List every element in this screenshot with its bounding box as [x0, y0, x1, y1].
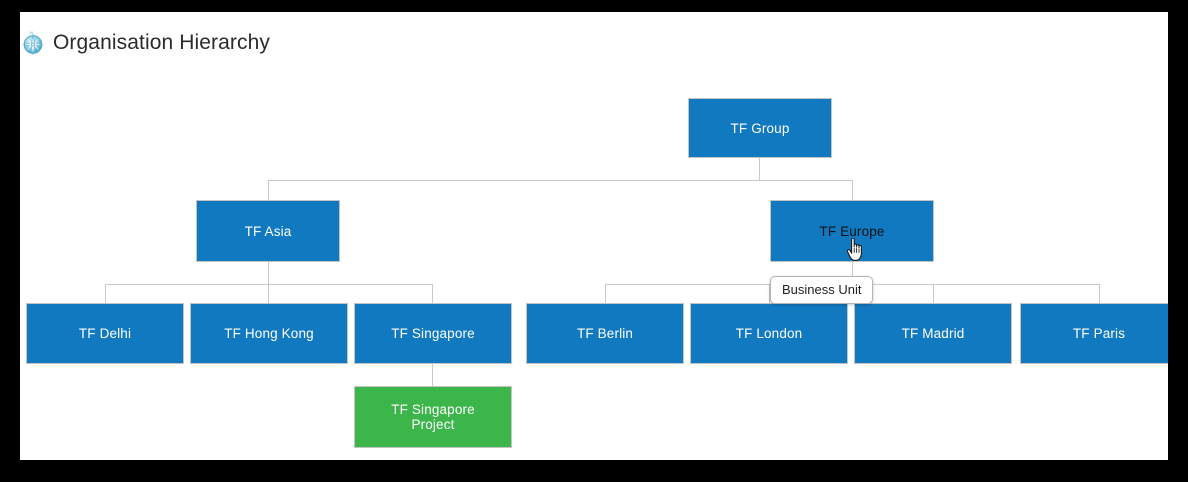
node-tf-hong-kong[interactable]: TF Hong Kong [190, 303, 348, 364]
node-tf-london[interactable]: TF London [690, 303, 848, 364]
connector-berlin-up [605, 284, 606, 303]
connector-asia-up [268, 180, 269, 200]
diagram-canvas: N Organisation Hierarchy [20, 12, 1168, 460]
node-tf-europe[interactable]: TF Europe [770, 200, 934, 262]
connector-singapore-up [432, 284, 433, 303]
node-label: TF Group [730, 120, 790, 136]
node-label: TF Madrid [901, 326, 965, 341]
node-label: TF Asia [244, 223, 292, 239]
connector-madrid-up [933, 284, 934, 303]
tooltip-text: Business Unit [782, 282, 862, 297]
connector-paris-up [1099, 284, 1100, 303]
node-tf-singapore[interactable]: TF Singapore [354, 303, 512, 364]
node-tf-berlin[interactable]: TF Berlin [526, 303, 684, 364]
connector-europe-down [852, 262, 853, 284]
node-tf-delhi[interactable]: TF Delhi [26, 303, 184, 364]
node-label: TF Singapore [391, 326, 475, 341]
connector-singapore-project [432, 364, 433, 386]
node-label: TF Europe [819, 223, 885, 239]
svg-text:N: N [30, 30, 33, 35]
compass-icon: N [20, 30, 46, 56]
node-label: TF Hong Kong [224, 326, 314, 341]
node-label-line2: Project [411, 417, 455, 432]
node-tf-madrid[interactable]: TF Madrid [854, 303, 1012, 364]
page-header: N Organisation Hierarchy [20, 12, 1168, 70]
connector-london-up [769, 284, 770, 303]
node-label: TF London [735, 326, 803, 341]
connector-hongkong-up [268, 284, 269, 303]
node-tf-asia[interactable]: TF Asia [196, 200, 340, 262]
node-tf-paris[interactable]: TF Paris [1020, 303, 1168, 364]
org-chart: TF Group TF Asia TF Europe TF Delhi TF H… [20, 12, 1168, 460]
node-label: TF Paris [1072, 326, 1126, 341]
connector-europe-up [852, 180, 853, 200]
page-title: Organisation Hierarchy [53, 31, 270, 54]
node-label-line1: TF Singapore [391, 402, 475, 417]
connector-level1-bar [268, 180, 852, 181]
node-tf-singapore-project[interactable]: TF Singapore Project [354, 386, 512, 448]
node-tf-group[interactable]: TF Group [688, 98, 832, 158]
connector-delhi-up [105, 284, 106, 303]
tooltip-business-unit: Business Unit [770, 276, 874, 304]
node-label: TF Delhi [78, 326, 132, 341]
node-label: TF Berlin [576, 326, 634, 341]
connector-asia-down [268, 262, 269, 284]
connector-group-down [759, 158, 760, 180]
